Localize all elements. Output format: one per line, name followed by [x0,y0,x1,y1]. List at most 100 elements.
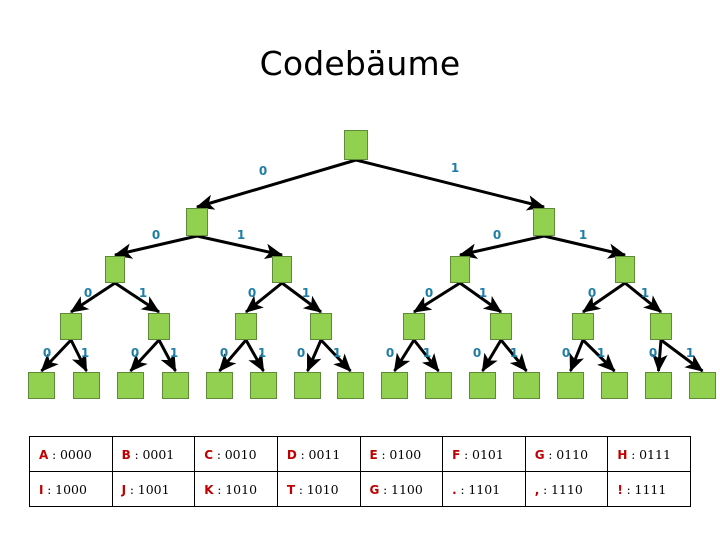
tree-edge [660,338,704,373]
code-cell: T : 1010 [276,471,361,507]
tree-edge [459,281,502,314]
tree-node [381,372,408,399]
edge-label-0: 0 [385,346,395,360]
tree-edge [412,339,440,372]
tree-node [490,313,512,340]
code-cell: K : 1010 [194,471,278,507]
tree-edge [355,158,546,211]
tree-edge [69,281,116,314]
code-cell: A : 0000 [29,436,113,472]
edge-label-1: 1 [138,286,148,300]
code-symbol: B [121,447,131,462]
tree-node [206,372,233,399]
code-symbol: G [369,482,380,497]
tree-edge [652,339,668,373]
code-value: 1111 [634,481,667,497]
tree-edge [499,339,528,372]
tree-node [513,372,540,399]
edge-label-1: 1 [509,346,519,360]
code-cell: I : 1000 [29,471,113,507]
edge-label-1: 1 [422,346,432,360]
code-separator: : [213,482,226,497]
tree-node [60,313,82,340]
tree-node [557,372,584,399]
tree-node [148,313,170,340]
code-separator: : [544,447,557,462]
code-separator: : [295,482,307,497]
tree-node [572,313,594,340]
edge-label-0: 0 [296,346,306,360]
tree-node [310,313,332,340]
edge-label-0: 0 [219,346,229,360]
code-separator: : [539,482,551,497]
code-separator: : [456,482,469,497]
tree-edge [281,281,322,314]
code-value: 0111 [639,446,671,462]
tree-edge [113,234,198,259]
tree-node [533,208,555,236]
tree-edge [458,234,545,259]
tree-edge [581,338,616,373]
edge-label-0: 0 [561,346,571,360]
edge-label-1: 1 [301,286,311,300]
code-symbol: D [286,447,297,462]
code-cell: E : 0100 [359,436,444,472]
code-symbol: , [534,482,540,497]
edge-label-1: 1 [685,346,695,360]
code-separator: : [296,447,309,462]
code-value: 1110 [550,481,583,497]
code-value: 0010 [224,446,257,462]
code-value: 1000 [55,481,87,497]
edge-label-0: 0 [472,346,482,360]
code-cell: , : 1110 [524,471,609,507]
code-cell: B : 0001 [111,436,196,472]
tree-node [186,208,208,236]
edge-label-0: 0 [424,286,434,300]
tree-node [601,372,628,399]
edge-label-0: 0 [130,346,140,360]
edge-label-0: 0 [648,346,658,360]
tree-edge [40,338,73,373]
tree-edge [114,281,161,314]
code-separator: : [213,447,225,462]
code-separator: : [460,447,472,462]
code-separator: : [48,447,60,462]
edge-label-1: 1 [169,346,179,360]
edge-label-1: 1 [236,228,246,242]
edge-label-1: 1 [478,286,488,300]
code-cell: H : 0111 [607,436,691,472]
tree-edge [412,281,461,314]
code-symbol: J [121,482,127,497]
code-separator: : [379,482,392,497]
tree-edge [195,158,357,210]
code-separator: : [130,447,143,462]
tree-node [403,313,425,340]
code-value: 1101 [468,481,501,497]
tree-node [615,256,635,283]
tree-node [162,372,189,399]
tree-node [105,256,125,283]
code-separator: : [43,482,56,497]
page-title: Codebäume [259,44,461,83]
edge-label-0: 0 [492,228,502,242]
edge-label-1: 1 [578,228,588,242]
tree-edge [196,234,284,259]
code-separator: : [622,482,635,497]
tree-edge [569,339,585,373]
code-symbol: . [452,482,457,497]
tree-edge [69,339,88,373]
tree-node [450,256,470,283]
tree-edge [244,339,265,373]
tree-edge [624,281,662,314]
tree-edges-svg [40,158,704,373]
code-separator: : [627,447,640,462]
code-cell: . : 1101 [442,471,526,507]
tree-edge [582,281,626,314]
code-value: 1010 [225,481,258,497]
edge-label-0: 0 [258,164,268,178]
